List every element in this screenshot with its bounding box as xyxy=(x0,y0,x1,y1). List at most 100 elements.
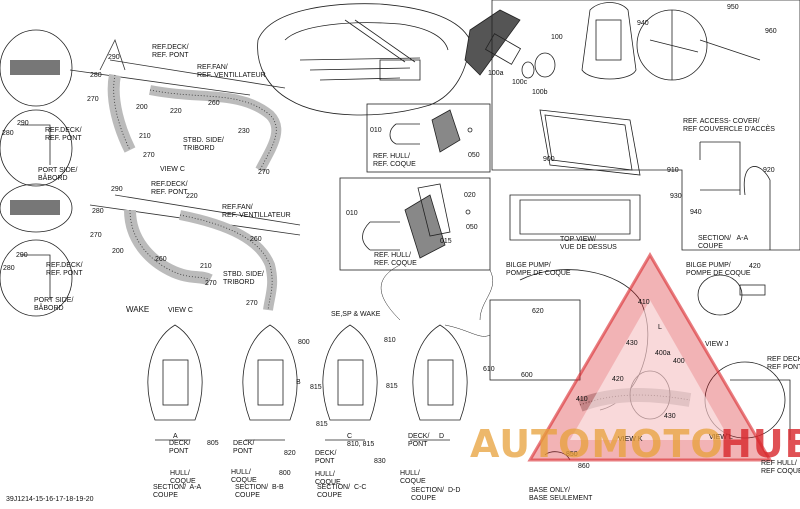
section-bb: SECTION/ B-B COUPE xyxy=(235,484,284,499)
label-270b: 270 xyxy=(143,152,155,159)
bilge-ref-hull: REF HULL/ REF COQUE xyxy=(761,460,800,475)
bilge-410: 410 xyxy=(638,299,650,306)
bilge-600: 600 xyxy=(521,372,533,379)
stbd-lower: STBD. SIDE/ TRIBORD xyxy=(223,271,264,286)
watermark-automoto: AUTOMOTO xyxy=(470,422,724,466)
label-270c: 270 xyxy=(258,169,270,176)
base-only: BASE ONLY/ BASE SEULEMENT xyxy=(529,487,593,502)
view-k: VIEW K xyxy=(618,436,643,443)
hull-outlines xyxy=(147,324,468,441)
stbd-upper: STBD. SIDE/ TRIBORD xyxy=(183,137,224,152)
bilge-850: 850 xyxy=(566,451,578,458)
label-940b: 940 xyxy=(690,209,702,216)
wake-805: 805 xyxy=(207,440,219,447)
label-920: 920 xyxy=(763,167,775,174)
wake-815a: 815 xyxy=(310,384,322,391)
bilge-860: 860 xyxy=(578,463,590,470)
label-200: 200 xyxy=(136,104,148,111)
label-960: 960 xyxy=(765,28,777,35)
bilge-400: 400 xyxy=(673,358,685,365)
ref-access-cover: REF. ACCESS- COVER/ REF COUVERCLE D'ACCÈ… xyxy=(683,118,775,133)
inset-280: 280 xyxy=(2,130,14,137)
section-dd: SECTION/ D-D COUPE xyxy=(411,487,461,502)
wake-800: 800 xyxy=(298,339,310,346)
hull-ref-upper: REF. HULL/ REF. COQUE xyxy=(373,153,416,168)
leader-lines xyxy=(381,264,494,337)
bilge-420b: 420 xyxy=(612,376,624,383)
label-260b-lower: 260 xyxy=(250,236,262,243)
label-290: 290 xyxy=(108,54,120,61)
watermark-logo xyxy=(527,252,773,462)
bilge-ref-deck: REF DECK/ REF PONT xyxy=(767,356,800,371)
label-220-lower: 220 xyxy=(186,193,198,200)
inset2-ref-deck: REF.DECK/ REF. PONT xyxy=(46,262,83,277)
inset2-280: 280 xyxy=(3,265,15,272)
hull-050: 050 xyxy=(468,152,480,159)
bilge-620: 620 xyxy=(532,308,544,315)
watermark-hub: HUB xyxy=(720,422,800,466)
wake-830: 830 xyxy=(374,458,386,465)
cover-100 xyxy=(464,9,556,79)
label-270b-lower: 270 xyxy=(205,280,217,287)
label-260-lower: 260 xyxy=(155,256,167,263)
inset-port: PORT SIDE/ BÂBORD xyxy=(38,167,78,182)
label-930: 930 xyxy=(670,193,682,200)
hull-detail-upper xyxy=(366,103,491,173)
section-cc: SECTION/ C-C COUPE xyxy=(317,484,367,499)
inset-290: 290 xyxy=(17,120,29,127)
bilge-430b: 430 xyxy=(664,413,676,420)
wake-label: WAKE xyxy=(126,305,150,314)
wake-810: 810 xyxy=(384,337,396,344)
hull-label-b: HULL/ COQUE xyxy=(231,469,257,484)
label-940: 940 xyxy=(637,20,649,27)
label-950: 950 xyxy=(727,4,739,11)
label-260: 260 xyxy=(208,100,220,107)
label-270c-lower: 270 xyxy=(246,300,258,307)
hull2-050: 050 xyxy=(466,224,478,231)
hull-label-a: HULL/ COQUE xyxy=(170,470,196,485)
marker-c: C xyxy=(347,433,353,440)
marker-a: A xyxy=(173,433,178,440)
inset2-290: 290 xyxy=(16,252,28,259)
deck-label-c: DECK/ PONT xyxy=(315,450,337,465)
left-insets xyxy=(0,29,73,317)
view-l: VIEW L xyxy=(709,434,733,441)
ref-deck-upper: REF.DECK/ REF. PONT xyxy=(152,44,189,59)
hull2-010: 010 xyxy=(346,210,358,217)
label-270-lower: 270 xyxy=(90,232,102,239)
bilge-400a: 400a xyxy=(655,350,671,357)
label-100b: 100b xyxy=(532,89,548,96)
label-900: 900 xyxy=(543,156,555,163)
ref-fan-upper: REF.FAN/ REF. VENTILLATEUR xyxy=(197,64,266,79)
label-910: 910 xyxy=(667,167,679,174)
section-aa: SECTION/ A-A COUPE xyxy=(153,484,202,499)
seat-sketch xyxy=(257,3,471,116)
label-230: 230 xyxy=(238,128,250,135)
wake-800b: 800 xyxy=(279,470,291,477)
hull-label-c: HULL/ COQUE xyxy=(315,471,341,486)
section-aa-top: SECTION/ A-A COUPE xyxy=(698,235,749,250)
hull-ref-lower: REF. HULL/ REF. COQUE xyxy=(374,252,417,267)
marker-b: B xyxy=(296,379,301,386)
hull2-020: 020 xyxy=(464,192,476,199)
vent-hose-lower xyxy=(89,194,301,311)
label-290-lower: 290 xyxy=(111,186,123,193)
hull2-015: 015 xyxy=(440,238,452,245)
deck-label-a: DECK/ PONT xyxy=(169,440,191,455)
inset2-port: PORT SIDE/ BÂBORD xyxy=(34,297,74,312)
marker-d: D xyxy=(439,433,445,440)
wake-815c: 815 xyxy=(316,421,328,428)
label-200-lower: 200 xyxy=(112,248,124,255)
top-view-box xyxy=(491,0,800,251)
wake-810b: 810, 815 xyxy=(347,441,375,448)
hull-010: 010 xyxy=(370,127,382,134)
ref-deck-lower: REF.DECK/ REF. PONT xyxy=(151,181,188,196)
inset-ref-deck: REF.DECK/ REF. PONT xyxy=(45,127,82,142)
label-220: 220 xyxy=(170,108,182,115)
bilge-pump-2: BILGE PUMP/ POMPE DE COQUE xyxy=(686,262,751,277)
label-270: 270 xyxy=(87,96,99,103)
label-210-lower: 210 xyxy=(200,263,212,270)
label-210: 210 xyxy=(139,133,151,140)
ref-fan-lower: REF.FAN/ REF. VENTILLATEUR xyxy=(222,204,291,219)
